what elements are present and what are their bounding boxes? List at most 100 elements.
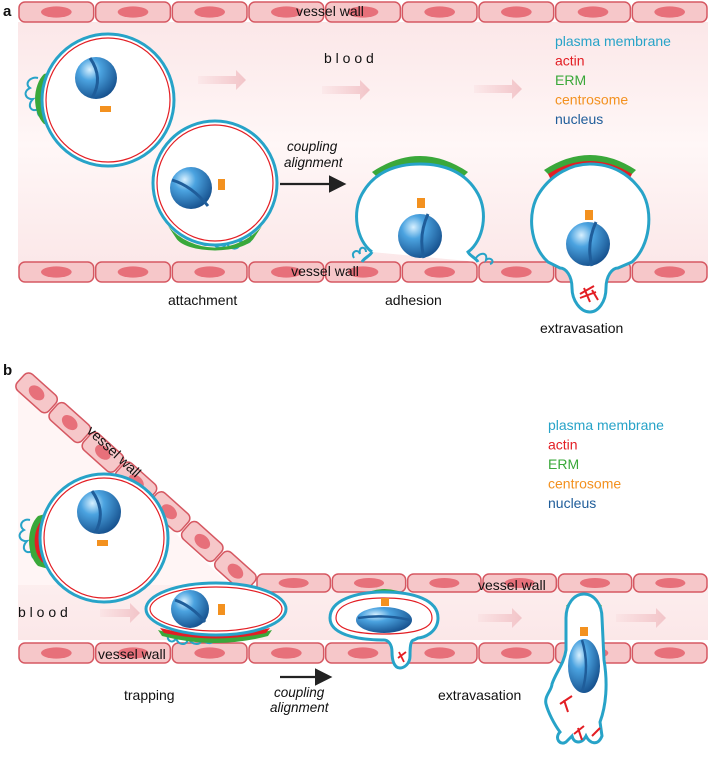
centrosome-icon bbox=[218, 604, 225, 615]
endothelial-nucleus bbox=[654, 647, 686, 659]
blood-label: b l o o d bbox=[324, 50, 374, 66]
vessel-wall-bottom bbox=[18, 261, 708, 283]
endothelial-nucleus bbox=[504, 577, 535, 589]
centrosome-icon bbox=[580, 627, 588, 636]
endothelial-nucleus bbox=[41, 647, 72, 659]
stage-extravasation-label: extravasation bbox=[540, 320, 623, 336]
endothelial-nucleus bbox=[117, 6, 149, 18]
endothelial-nucleus bbox=[500, 266, 532, 278]
vessel-wall-label-top: vessel wall bbox=[478, 577, 546, 593]
legend-entry: centrosome bbox=[555, 92, 628, 108]
blood-label: b l o o d bbox=[18, 604, 68, 620]
nucleus-icon bbox=[398, 214, 442, 258]
endothelial-nucleus bbox=[28, 385, 45, 401]
endothelial-nucleus bbox=[654, 6, 686, 18]
endothelial-cell bbox=[406, 573, 482, 593]
endothelial-nucleus bbox=[194, 266, 226, 278]
endothelial-nucleus bbox=[41, 6, 72, 18]
endothelial-cell bbox=[401, 1, 478, 23]
endothelial-cell bbox=[324, 642, 402, 664]
cell-coupling bbox=[328, 589, 440, 670]
actin-cortex bbox=[149, 586, 283, 632]
endothelial-cell bbox=[478, 261, 555, 283]
centrosome-icon bbox=[585, 210, 593, 220]
endothelial-nucleus bbox=[194, 533, 211, 549]
centrosome-icon bbox=[218, 179, 225, 190]
stage-extravasation-label: extravasation bbox=[438, 687, 521, 703]
actin-filaments bbox=[579, 285, 599, 303]
actin-cortex bbox=[156, 124, 274, 242]
plasma-membrane bbox=[38, 472, 170, 604]
endothelial-nucleus bbox=[347, 647, 379, 659]
legend-entry: nucleus bbox=[548, 495, 596, 511]
legend-entry: ERM bbox=[555, 72, 586, 88]
cell-floating bbox=[18, 472, 170, 604]
vessel-wall-top bbox=[18, 1, 708, 23]
endothelial-cell bbox=[631, 261, 708, 283]
endothelial-cell bbox=[248, 1, 325, 23]
endothelial-nucleus bbox=[424, 647, 455, 659]
cell-extravasation bbox=[544, 592, 608, 745]
endothelial-cell bbox=[324, 1, 402, 23]
microvilli bbox=[351, 246, 367, 259]
cell-trapping bbox=[144, 581, 288, 645]
panel-b: b vessel wall vessel wall vessel wall b … bbox=[3, 362, 708, 745]
endothelial-cell bbox=[94, 261, 172, 283]
endothelial-nucleus bbox=[117, 647, 149, 659]
coupling-label: coupling bbox=[287, 139, 338, 154]
legend-entry: actin bbox=[548, 437, 578, 453]
endothelial-cell bbox=[15, 372, 59, 414]
endothelial-nucleus bbox=[271, 647, 302, 659]
endothelial-cell bbox=[478, 642, 555, 664]
cell-extravasation bbox=[530, 155, 651, 314]
endothelial-nucleus bbox=[194, 647, 226, 659]
blood-flow-arrow bbox=[322, 80, 370, 100]
endothelial-nucleus bbox=[654, 266, 686, 278]
centrosome-icon bbox=[417, 198, 425, 208]
blood-flow-arrow bbox=[616, 608, 666, 628]
nucleus-icon bbox=[566, 222, 610, 266]
endothelial-nucleus bbox=[271, 6, 302, 18]
endothelial-cell bbox=[81, 431, 125, 473]
endothelial-nucleus bbox=[353, 577, 385, 589]
endothelial-nucleus bbox=[41, 266, 72, 278]
legend-entry: plasma membrane bbox=[555, 33, 671, 49]
endothelial-cell bbox=[18, 642, 95, 664]
actin-cortex bbox=[45, 37, 171, 163]
centrosome-icon bbox=[97, 540, 108, 546]
endothelial-cell bbox=[180, 520, 224, 563]
nucleus-fold bbox=[88, 57, 99, 99]
legend-entry: ERM bbox=[548, 456, 579, 472]
endothelial-nucleus bbox=[347, 266, 379, 278]
endothelial-cell bbox=[213, 550, 257, 592]
endothelial-nucleus bbox=[194, 6, 226, 18]
blood-flow-arrow bbox=[474, 79, 522, 99]
endothelial-nucleus bbox=[424, 266, 455, 278]
plasma-membrane bbox=[355, 162, 485, 263]
endothelial-nucleus bbox=[117, 266, 149, 278]
endothelial-nucleus bbox=[95, 444, 111, 460]
vessel-wall-top bbox=[256, 573, 708, 593]
endothelial-nucleus bbox=[655, 577, 686, 589]
endothelial-nucleus bbox=[424, 6, 455, 18]
legend-entry: nucleus bbox=[555, 111, 603, 127]
blood-flow-arrow bbox=[478, 608, 522, 628]
plasma-membrane bbox=[144, 581, 288, 637]
plasma-membrane bbox=[151, 119, 279, 247]
legend-entry: plasma membrane bbox=[548, 417, 664, 433]
endothelial-cell bbox=[94, 642, 172, 664]
centrosome-icon bbox=[381, 598, 389, 606]
stage-attachment-label: attachment bbox=[168, 292, 237, 308]
cell-floating bbox=[24, 32, 176, 168]
nucleus-fold bbox=[357, 615, 411, 622]
nucleus-icon bbox=[568, 639, 600, 693]
endothelial-cell bbox=[631, 642, 708, 664]
endothelial-cell bbox=[631, 1, 708, 23]
nucleus-fold bbox=[420, 213, 430, 259]
endothelial-nucleus bbox=[347, 6, 379, 18]
erm-cap bbox=[544, 155, 636, 176]
actin-filaments bbox=[559, 695, 601, 741]
